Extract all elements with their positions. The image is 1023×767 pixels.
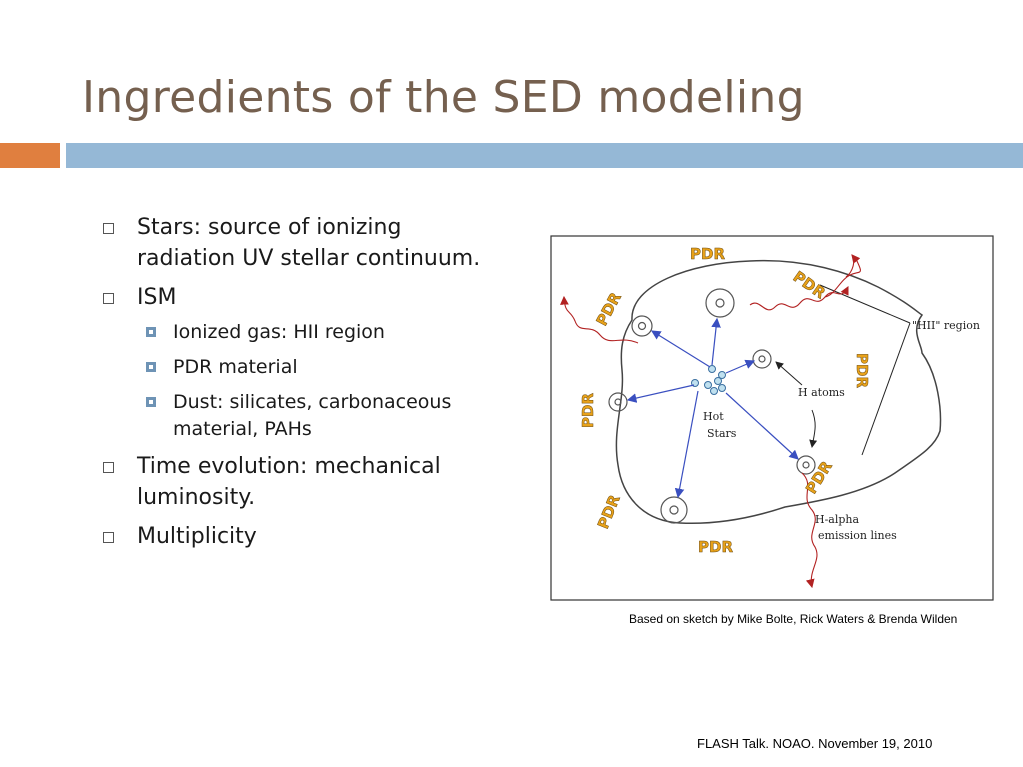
sub-bullet-square-icon xyxy=(146,362,156,372)
slide-footer: FLASH Talk. NOAO. November 19, 2010 xyxy=(697,736,933,751)
bullet-multiplicity-text: Multiplicity xyxy=(137,524,257,549)
bullet-list: Stars: source of ionizing radiation UV s… xyxy=(100,212,500,560)
sub-bullet-text: PDR material xyxy=(173,356,298,378)
slide-title: Ingredients of the SED modeling xyxy=(82,72,805,123)
emission-lines-label: emission lines xyxy=(818,529,897,542)
h-atoms-label: H atoms xyxy=(798,386,845,399)
sub-bullet-dust: Dust: silicates, carbonaceous material, … xyxy=(137,389,500,443)
sub-bullet-ionized-gas: Ionized gas: HII region xyxy=(137,319,500,346)
title-accent-bar-blue xyxy=(66,143,1023,168)
sub-bullet-pdr-material: PDR material xyxy=(137,354,500,381)
hii-region-callout xyxy=(819,284,911,456)
diagram-frame xyxy=(550,235,994,601)
stars-label: Stars xyxy=(707,427,737,440)
pdr-label-right: PDR xyxy=(853,353,871,388)
bullet-multiplicity: Multiplicity xyxy=(100,521,500,552)
sub-bullet-square-icon xyxy=(146,327,156,337)
sub-bullet-square-icon xyxy=(146,397,156,407)
title-accent-bar-orange xyxy=(0,143,60,168)
bullet-square-icon xyxy=(103,532,114,543)
bullet-stars-text: Stars: source of ionizing radiation UV s… xyxy=(137,215,481,271)
bullet-ism: ISM Ionized gas: HII region PDR material… xyxy=(100,282,500,443)
hii-region-boundary xyxy=(615,259,942,525)
radiation-arrows xyxy=(626,317,799,499)
pdr-label-bottom: PDR xyxy=(698,538,733,556)
bullet-time-text: Time evolution: mechanical luminosity. xyxy=(137,454,441,510)
bullet-square-icon xyxy=(103,223,114,234)
bullet-square-icon xyxy=(103,462,114,473)
pdr-label-top: PDR xyxy=(690,245,725,263)
h-atom-pointers xyxy=(775,361,818,448)
bullet-stars: Stars: source of ionizing radiation UV s… xyxy=(100,212,500,274)
hii-region-label: "HII" region xyxy=(912,319,980,332)
halpha-label: H-alpha xyxy=(815,513,860,526)
diagram-caption: Based on sketch by Mike Bolte, Rick Wate… xyxy=(629,612,958,626)
pdr-label-left: PDR xyxy=(579,393,597,428)
sub-bullet-text: Ionized gas: HII region xyxy=(173,321,385,343)
escaping-photons xyxy=(560,254,861,589)
bullet-square-icon xyxy=(103,293,114,304)
hii-region-diagram: PDR PDR PDR PDR PDR PDR PDR PDR "HII" re… xyxy=(550,235,994,601)
hot-label: Hot xyxy=(703,410,724,423)
bullet-time-evolution: Time evolution: mechanical luminosity. xyxy=(100,451,500,513)
sub-bullet-text: Dust: silicates, carbonaceous material, … xyxy=(173,391,452,440)
ism-sublist: Ionized gas: HII region PDR material Dus… xyxy=(137,319,500,443)
bullet-ism-text: ISM xyxy=(137,285,177,310)
